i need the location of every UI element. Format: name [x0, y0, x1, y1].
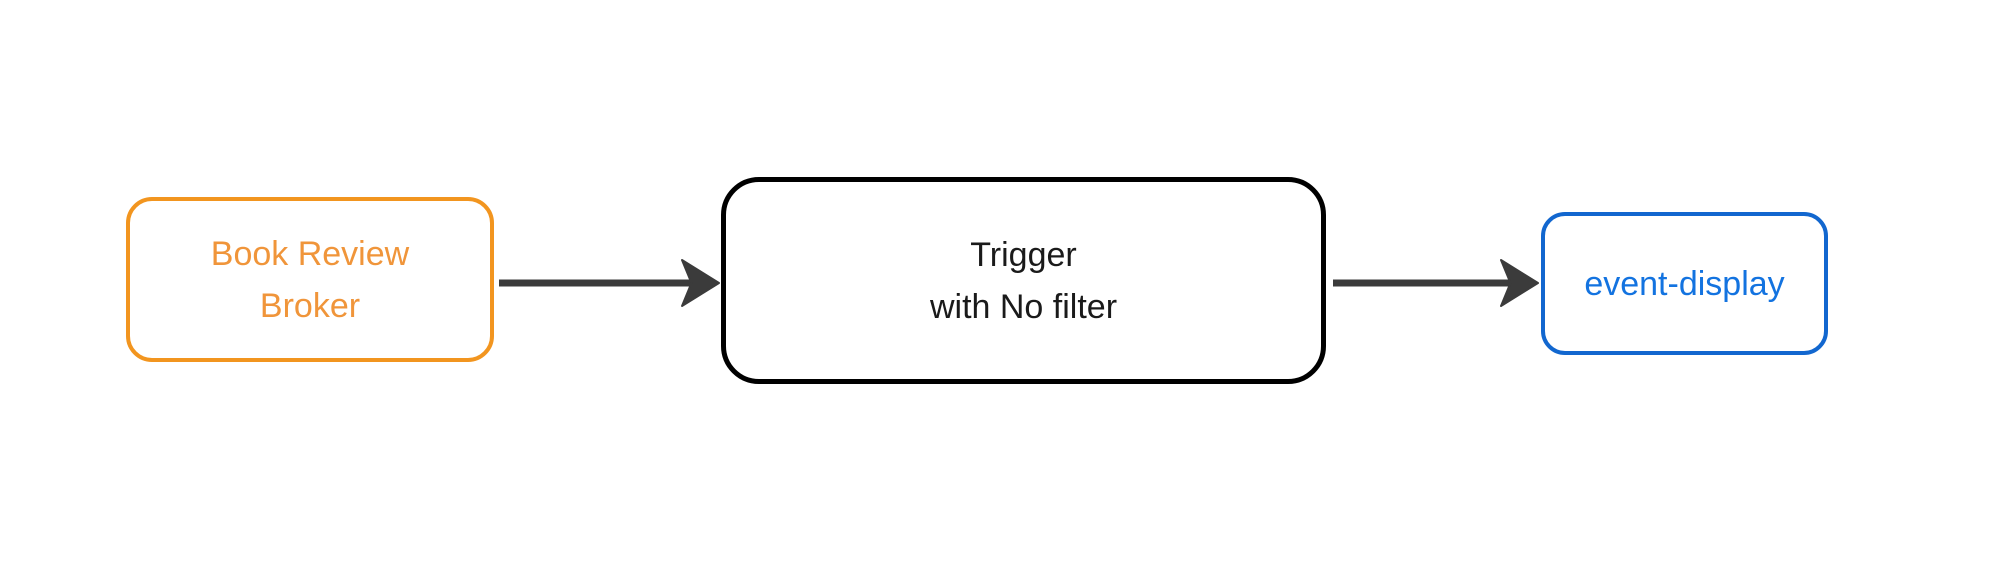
node-label-line: event-display — [1584, 264, 1785, 303]
arrow-broker-to-trigger — [499, 259, 720, 307]
node-label-line: Trigger — [970, 235, 1077, 274]
node-book-review-broker: Book Review Broker — [126, 197, 494, 362]
node-event-display: event-display — [1541, 212, 1828, 355]
node-label-line: with No filter — [929, 287, 1118, 326]
node-label-line: Book Review — [210, 234, 410, 273]
arrow-trigger-to-event-display — [1333, 259, 1539, 307]
node-label-line: Broker — [259, 286, 361, 325]
node-trigger: Trigger with No filter — [721, 177, 1326, 384]
